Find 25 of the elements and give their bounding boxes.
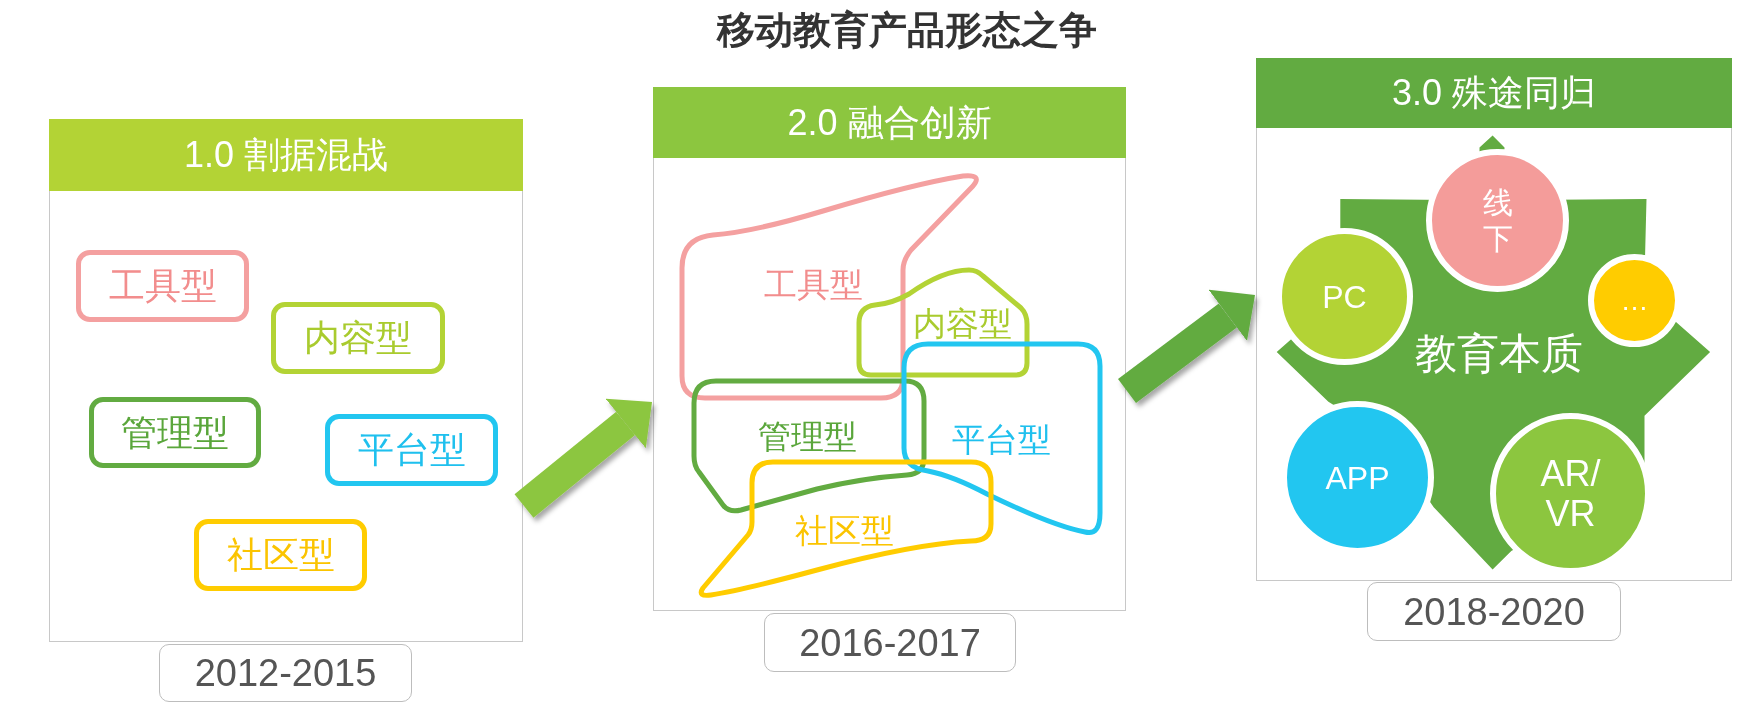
- stage-panel: [1256, 58, 1732, 581]
- diagram-title: 移动教育产品形态之争: [717, 11, 1097, 49]
- outlined-tag: 管理型: [89, 397, 261, 468]
- category-label: 平台型: [951, 422, 1051, 456]
- stage-panel: [653, 87, 1126, 611]
- outlined-tag: 平台型: [325, 414, 498, 486]
- outlined-tag: 工具型: [76, 250, 249, 322]
- outlined-blob: [691, 378, 927, 516]
- stage-header: 1.0 割据混战: [49, 119, 523, 191]
- outlined-tag: 内容型: [271, 302, 445, 374]
- date-tag: 2018-2020: [1367, 582, 1621, 641]
- stage-header: 2.0 融合创新: [653, 87, 1126, 158]
- date-tag: 2016-2017: [764, 613, 1016, 672]
- outlined-tag: 社区型: [194, 519, 367, 591]
- date-tag: 2012-2015: [159, 644, 412, 702]
- category-label: 内容型: [912, 306, 1012, 340]
- stage-panel: [49, 119, 523, 642]
- category-label: 工具型: [763, 267, 863, 301]
- outlined-blob: [679, 172, 979, 402]
- category-label: 社区型: [794, 513, 894, 547]
- center-label: 教育本质: [1415, 333, 1583, 375]
- block-arrow: [514, 398, 652, 518]
- outlined-blob: [901, 341, 1103, 537]
- category-label: 管理型: [757, 419, 857, 453]
- stage-header: 3.0 殊途同归: [1256, 58, 1732, 128]
